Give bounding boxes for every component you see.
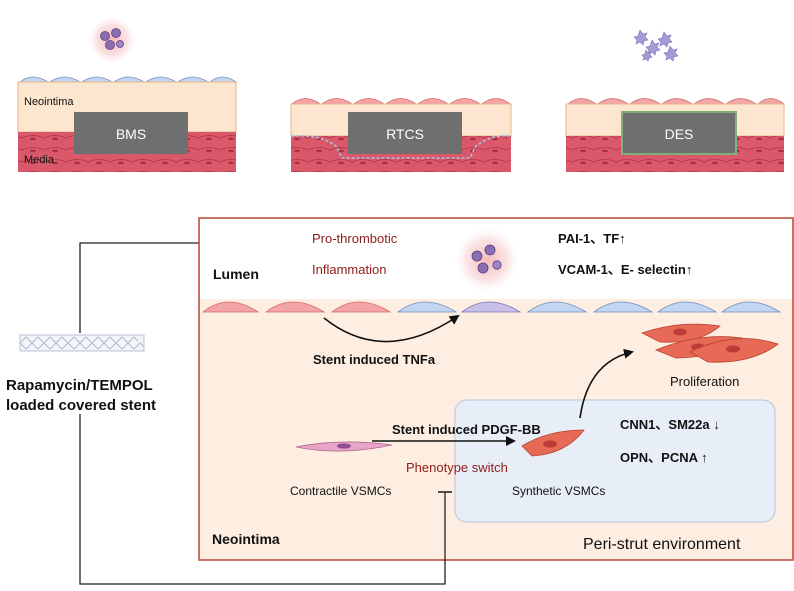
markers-down: CNN1、SM22a ↓: [620, 417, 720, 432]
inflammation-glow-main: [453, 226, 521, 294]
contractile-vsmc-label: Contractile VSMCs: [290, 484, 391, 498]
stent-mesh: [19, 336, 145, 350]
stent-caption-line1: Rapamycin/TEMPOL: [6, 377, 153, 394]
pro-thrombotic-label: Pro-thrombotic: [312, 231, 398, 246]
synthetic-vsmc-icon: [521, 429, 585, 457]
neointima-label-main: Neointima: [212, 531, 280, 547]
markers-up: OPN、PCNA ↑: [620, 450, 708, 465]
inflammation-label: Inflammation: [312, 262, 386, 277]
panel-label-bms: BMS: [116, 126, 146, 142]
phenotype-switch-label: Phenotype switch: [406, 460, 508, 475]
inhibition-line-lower: [79, 414, 446, 585]
strut-des: [621, 111, 737, 155]
panel-label-des: DES: [665, 126, 694, 142]
platelets-icon: [633, 29, 679, 62]
inflammation-markers: VCAM-1、E- selectin↑: [558, 262, 692, 277]
proliferation-label: Proliferation: [670, 374, 739, 389]
tnfa-label: Stent induced TNFa: [313, 352, 436, 367]
endothelial-layer-bms: [18, 76, 238, 83]
covered-stent: Rapamycin/TEMPOL loaded covered stent: [6, 334, 156, 414]
panel-label-rtcs: RTCS: [386, 126, 424, 142]
inflammatory-cells-icon: [100, 28, 124, 50]
peri-strut-label: Peri-strut environment: [583, 536, 741, 553]
panel-des: DES: [565, 29, 786, 172]
panel-bms: BMS Neointima Media: [17, 14, 238, 172]
strut-bms: [74, 112, 188, 154]
endothelial-layer-main: [201, 301, 782, 313]
synthetic-vsmc-label: Synthetic VSMCs: [512, 484, 605, 498]
peri-strut-box: [454, 399, 776, 523]
inflammatory-cells-main-icon: [471, 244, 502, 274]
proliferation-arrow: [579, 348, 634, 419]
tnfa-arrow: [323, 314, 460, 343]
lumen-label: Lumen: [213, 266, 259, 282]
proliferating-vsmc-icon: [640, 323, 779, 363]
inflammation-glow: [86, 14, 138, 66]
cover-membrane-rtcs: [290, 134, 512, 159]
endothelial-layer-rtcs: [290, 98, 512, 105]
thrombotic-markers: PAI-1、TF↑: [558, 231, 626, 246]
pdgf-label: Stent induced PDGF-BB: [392, 422, 541, 437]
stent-caption-line2: loaded covered stent: [6, 397, 156, 414]
neointima-label-top: Neointima: [24, 96, 74, 108]
strut-rtcs: [348, 112, 462, 154]
media-label-top: Media: [24, 154, 55, 166]
contractile-vsmc-icon: [295, 441, 393, 452]
panel-rtcs: RTCS: [290, 98, 512, 172]
endothelial-layer-des: [566, 98, 786, 105]
